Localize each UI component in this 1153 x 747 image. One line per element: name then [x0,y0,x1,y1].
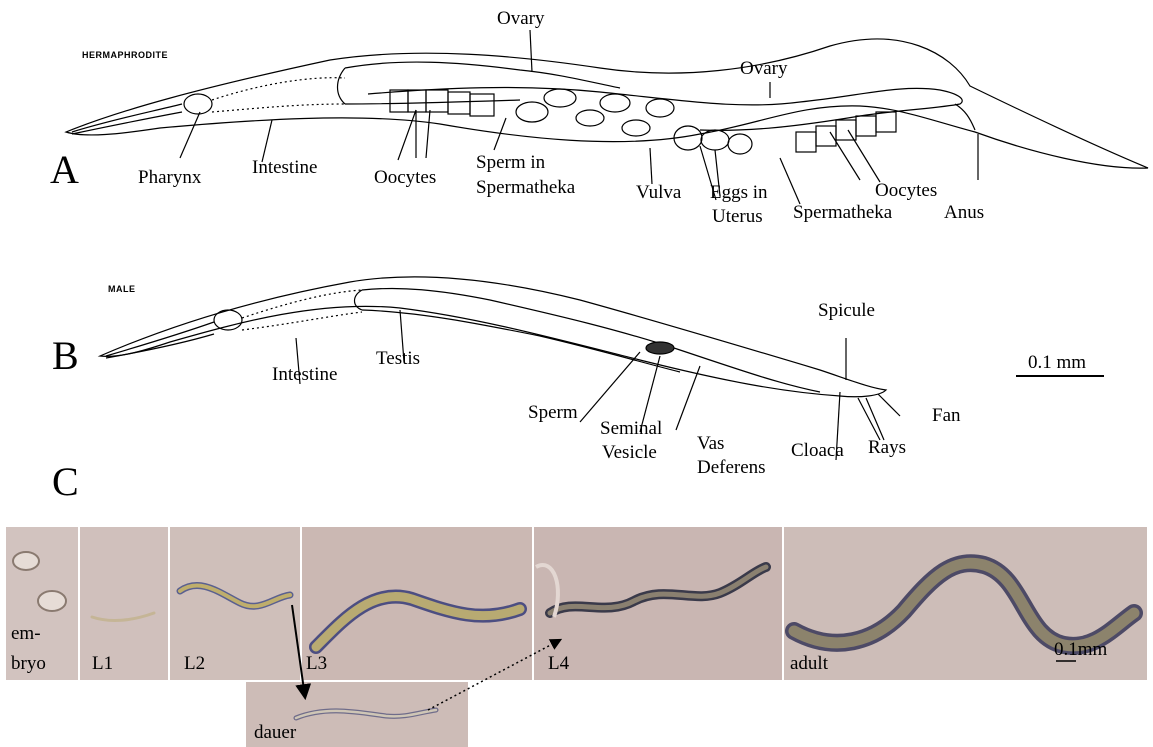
arrow-dauer-to-l4 [428,640,560,710]
arrow-l2-to-dauer [292,605,305,697]
